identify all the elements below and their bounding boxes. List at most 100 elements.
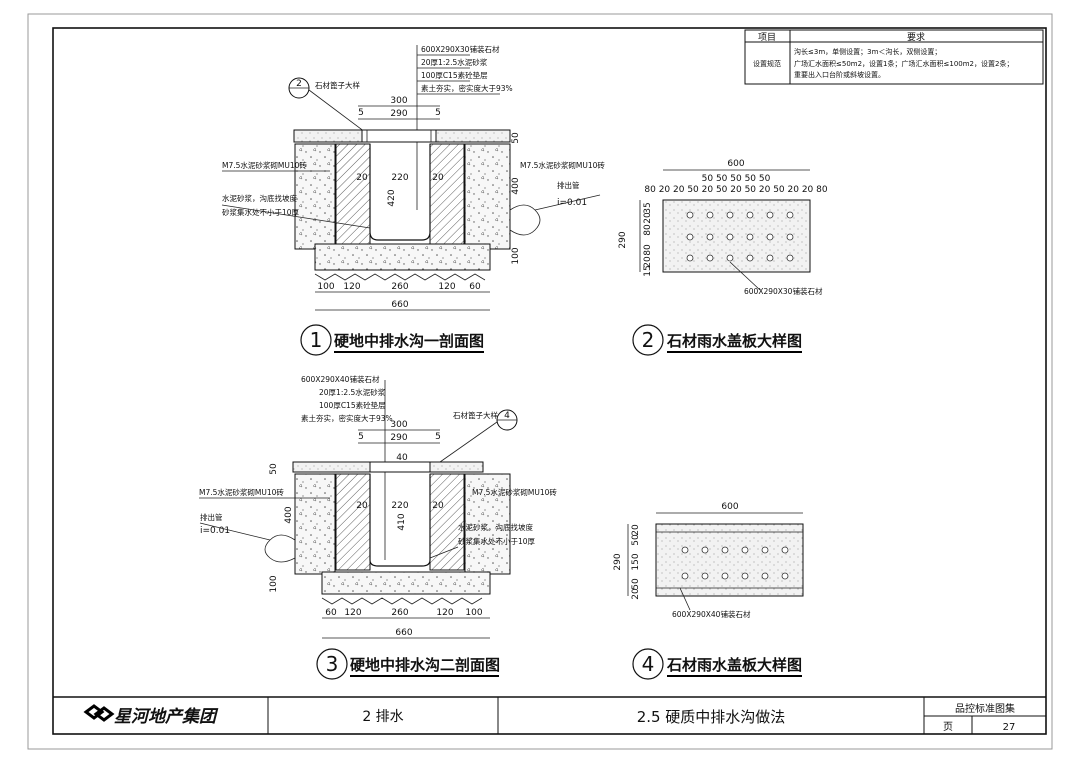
fig1-bot-120b: 120 [438,282,455,292]
fig2-height: 290 [618,231,628,248]
spec-table: 项目 要求 设置规范 沟长≤3m，单侧设置；3m＜沟长，双侧设置； 广场汇水面积… [744,29,1044,85]
fig3-bot-120b: 120 [436,608,453,618]
fig1-dim-5a: 5 [358,108,364,118]
fig3-layer-4: 素土夯实，密实度大于93% [301,413,393,423]
fig1-plaster-2: 砂浆集水处不小于10厚 [222,207,300,217]
fig3-dim-5a: 5 [358,432,364,442]
fig3-dim-20a: 20 [356,501,368,511]
fig3-dim-50: 50 [269,463,279,475]
fig3-bot-60: 60 [325,608,337,618]
fig3-bot-120a: 120 [344,608,361,618]
fig3-pipe-slope: i=0.01 [200,526,230,536]
fig1-bot-60: 60 [469,282,481,292]
fig1-bot-260: 260 [391,282,408,292]
fig1-layer-4: 素土夯实，密实度大于93% [421,83,513,93]
fig1-dim-220: 220 [391,173,408,183]
title-block: 星河地产集团 2 排水 2.5 硬质中排水沟做法 品控标准图集 页 27 [53,696,1046,734]
fig1-dim-5b: 5 [435,108,441,118]
fig3-wall-note: M7.5水泥砂浆砌MU10砖 [199,487,284,497]
fig3-plaster-1: 水泥砂浆，沟底找坡度 [458,522,533,532]
fig3-dim-5b: 5 [435,432,441,442]
inner-frame [52,27,1047,735]
fig1-layer-1: 600X290X30铺装石材 [421,44,500,54]
fig3-dim-100: 100 [269,575,279,592]
company-name: 星河地产集团 [114,707,219,727]
fig3-detail-label: 石材篦子大样 [453,410,498,420]
fig2-holes [686,211,794,262]
fig2-title: 石材雨水盖板大样图 [666,332,802,350]
fig2-left-4: 80 [643,244,653,256]
fig2-material: 600X290X30铺装石材 [744,286,823,296]
fig3-layer-2: 20厚1:2.5水泥砂浆 [319,387,386,397]
fig1-dim-20a: 20 [356,173,368,183]
fig2-width: 600 [727,159,744,169]
fig1-dim-400: 400 [511,177,521,194]
spec-line-1: 沟长≤3m，单侧设置；3m＜沟长，双侧设置； [794,47,941,56]
collection-name: 品控标准图集 [955,702,1015,715]
fig1-wall-note: M7.5水泥砂浆砌MU10砖 [222,160,307,170]
fig4-num: 4 [642,652,655,676]
outer-frame [27,13,1053,750]
fig4-material: 600X290X40铺装石材 [672,609,751,619]
page-number: 27 [1003,722,1016,733]
fig1-wall-note-r: M7.5水泥砂浆砌MU10砖 [520,160,605,170]
fig1-plaster-1: 水泥砂浆，沟底找坡度 [222,193,297,203]
fig1-pipe-label: 排出管 [557,180,580,190]
fig1-dim-420: 420 [387,189,397,206]
spec-line-2: 广场汇水面积≤50m2，设置1条；广场汇水面积≤100m2，设置2条； [794,59,1013,68]
fig4-holes [681,546,789,580]
fig1-bot-660: 660 [391,300,408,310]
fig3-title: 硬地中排水沟二剖面图 [350,656,500,674]
fig4-left-4: 50 [631,578,641,590]
fig1-dim-20b: 20 [432,173,444,183]
page-label: 页 [943,721,953,733]
fig3-pipe-label: 排出管 [200,512,223,522]
fig2-left-1: 35 [643,202,653,213]
figure-2-plan: 600 50 50 50 50 50 80 20 20 50 20 50 20 … [618,159,828,356]
fig1-bot-100: 100 [317,282,334,292]
fig1-layer-3: 100厚C15素砼垫层 [421,70,488,80]
fig2-left-2: 20 [643,212,653,224]
fig1-dim-50: 50 [511,132,521,144]
figure-1-section: 600X290X30铺装石材 20厚1:2.5水泥砂浆 100厚C15素砼垫层 … [221,44,605,356]
fig1-pipe-slope: i=0.01 [557,198,587,208]
fig2-top-dims2: 50 50 50 50 50 [702,174,771,184]
fig3-bot-100: 100 [465,608,482,618]
fig1-dim-290: 290 [390,109,407,119]
fig3-dim-220: 220 [391,501,408,511]
fig1-dim-300: 300 [390,96,407,106]
fig1-detail-label: 石材篦子大样 [315,80,360,90]
fig3-detail-num: 4 [504,411,510,421]
fig2-top-dims: 80 20 20 50 20 50 20 50 20 50 20 20 80 [644,185,827,195]
fig1-dim-100: 100 [511,247,521,264]
fig3-bot-260: 260 [391,608,408,618]
fig3-wall-note-r: M7.5水泥砂浆砌MU10砖 [472,487,557,497]
fig3-layer-1: 600X290X40铺装石材 [301,374,380,384]
fig4-left-3: 150 [631,553,641,570]
fig3-plaster-2: 砂浆集水处不小于10厚 [458,536,536,546]
fig2-left-5: 20 [643,256,653,268]
fig3-num: 3 [326,652,339,676]
fig4-left-2: 50 [631,534,641,546]
fig1-layer-2: 20厚1:2.5水泥砂浆 [421,57,488,67]
fig3-layer-3: 100厚C15素砼垫层 [319,400,386,410]
fig1-detail-num: 2 [296,79,302,89]
fig3-dim-290: 290 [390,433,407,443]
fig3-dim-410: 410 [397,513,407,530]
fig3-bot-660: 660 [395,628,412,638]
figure-4-plan: 600 290 20 50 150 50 20 600X290X40铺装石材 4… [613,502,804,680]
spec-col-item: 项目 [758,32,776,43]
fig2-left-6: 15 [643,265,653,276]
fig4-width: 600 [721,502,738,512]
fig3-dim-40: 40 [396,453,408,463]
fig3-dim-20b: 20 [432,501,444,511]
fig1-bot-120a: 120 [343,282,360,292]
fig2-left-3: 80 [643,224,653,236]
fig3-dim-300: 300 [390,420,407,430]
drawing-name: 2.5 硬质中排水沟做法 [637,708,786,726]
fig2-num: 2 [642,328,655,352]
spec-line-3: 重要出入口台阶或斜坡设置。 [794,70,885,79]
spec-row-label: 设置规范 [753,59,781,68]
fig4-left-5: 20 [631,588,641,600]
company-logo-icon [83,704,115,722]
